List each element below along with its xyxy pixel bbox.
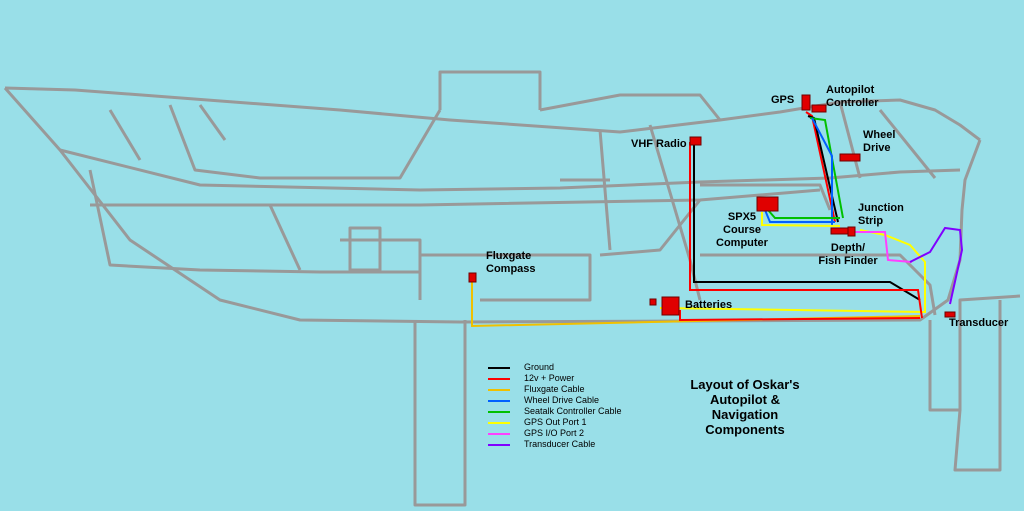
- spx5-label: SPX5 Course Computer: [716, 211, 768, 249]
- junction-strip-label: Junction Strip: [858, 202, 904, 227]
- legend-label: Ground: [524, 362, 555, 372]
- fluxgate-compass-label: Fluxgate Compass: [486, 250, 536, 275]
- batteries-unit: [661, 296, 680, 316]
- diagram-title: Layout of Oskar's Autopilot & Navigation…: [690, 377, 800, 437]
- legend-item: GPS I/O Port 2: [488, 428, 622, 439]
- legend-item: 12v + Power: [488, 373, 622, 384]
- legend-label: 12v + Power: [524, 373, 575, 383]
- legend-item: Seatalk Controller Cable: [488, 406, 622, 417]
- wheel-drive-label: Wheel Drive: [863, 129, 896, 154]
- legend-label: GPS I/O Port 2: [524, 428, 585, 438]
- fluxgate-compass-unit: [468, 272, 477, 283]
- legend-label: Wheel Drive Cable: [524, 395, 600, 405]
- legend-swatch: [488, 399, 510, 402]
- legend-swatch: [488, 410, 510, 413]
- legend-swatch: [488, 366, 510, 369]
- legend-item: Ground: [488, 362, 622, 373]
- autopilot-controller-label: Autopilot Controller: [826, 84, 879, 109]
- transducer-unit: [944, 311, 956, 318]
- gps-unit: [801, 94, 811, 111]
- legend-label: Fluxgate Cable: [524, 384, 585, 394]
- battery-terminal: [649, 298, 657, 306]
- vhf-radio-unit: [689, 136, 702, 146]
- spx5-unit: [756, 196, 779, 212]
- autopilot-controller-unit: [811, 104, 827, 113]
- legend-label: Seatalk Controller Cable: [524, 406, 622, 416]
- legend-swatch: [488, 388, 510, 391]
- legend-swatch: [488, 432, 510, 435]
- legend-item: Transducer Cable: [488, 439, 622, 450]
- junction-strip-unit: [847, 226, 856, 237]
- wheel-drive-unit: [839, 153, 861, 162]
- transducer-label: Transducer: [949, 317, 1009, 329]
- legend-item: Wheel Drive Cable: [488, 395, 622, 406]
- batteries-label: Batteries: [685, 299, 733, 311]
- legend-swatch: [488, 443, 510, 446]
- legend-label: GPS Out Port 1: [524, 417, 587, 427]
- legend-label: Transducer Cable: [524, 439, 596, 449]
- legend-item: Fluxgate Cable: [488, 384, 622, 395]
- vhf-radio-label: VHF Radio: [631, 138, 687, 150]
- depth-finder-label: Depth/ Fish Finder: [818, 242, 878, 267]
- legend-swatch: [488, 377, 510, 380]
- gps-label: GPS: [771, 94, 795, 106]
- legend-item: GPS Out Port 1: [488, 417, 622, 428]
- legend-swatch: [488, 421, 510, 424]
